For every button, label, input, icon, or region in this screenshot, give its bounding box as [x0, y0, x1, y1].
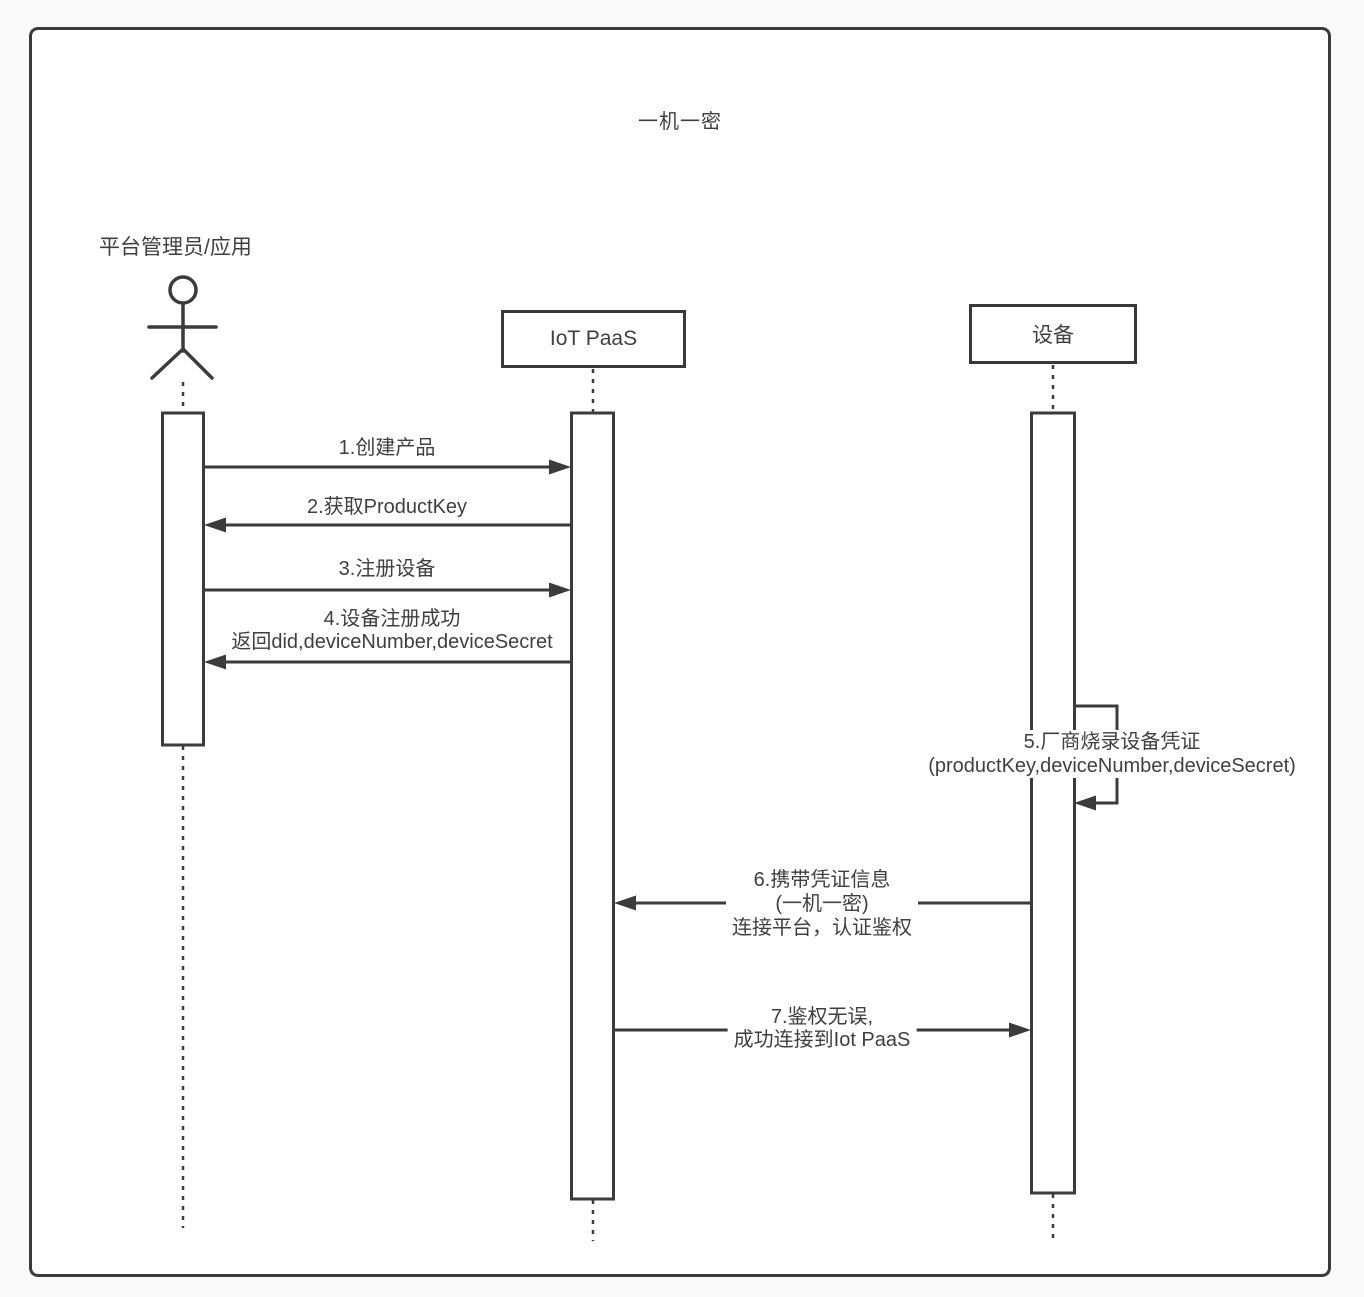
- actor-figure[interactable]: [147, 275, 218, 380]
- message-6-line-1: 6.携带凭证信息: [753, 869, 891, 891]
- message-6-label[interactable]: 6.携带凭证信息 (一机一密) 连接平台，认证鉴权: [726, 868, 918, 940]
- message-3-arrow[interactable]: [204, 582, 571, 598]
- message-5-label[interactable]: 5.厂商烧录设备凭证 (productKey,deviceNumber,devi…: [922, 730, 1302, 778]
- message-1-label[interactable]: 1.创建产品: [339, 437, 436, 460]
- message-5-arrowhead: [1074, 795, 1096, 811]
- message-7-arrowhead: [1009, 1022, 1031, 1038]
- participant-label-iot-paas: IoT PaaS: [549, 327, 638, 350]
- message-1-arrowhead: [549, 459, 571, 475]
- message-7-line-2: 成功连接到Iot PaaS: [733, 1029, 911, 1051]
- actor-head: [168, 275, 198, 305]
- diagram-title: 一机一密: [638, 111, 722, 133]
- actor-right-leg: [181, 347, 214, 380]
- activation-bar-admin[interactable]: [161, 411, 205, 747]
- message-3-label[interactable]: 3.注册设备: [339, 558, 436, 581]
- message-2-arrowhead: [204, 517, 226, 533]
- message-5-line-2: (productKey,deviceNumber,deviceSecret): [928, 755, 1296, 777]
- message-6-arrowhead: [614, 895, 636, 911]
- message-4-arrowhead: [204, 654, 226, 670]
- message-5-line-1: 5.厂商烧录设备凭证: [1023, 731, 1201, 753]
- message-4-arrow[interactable]: [204, 654, 570, 670]
- message-3-line-1: 3.注册设备: [338, 558, 436, 580]
- participant-box-device[interactable]: 设备: [969, 304, 1137, 364]
- activation-bar-device[interactable]: [1030, 411, 1076, 1195]
- participant-box-iot-paas[interactable]: IoT PaaS: [501, 310, 686, 368]
- message-2-label[interactable]: 2.获取ProductKey: [307, 496, 467, 519]
- message-4-label[interactable]: 4.设备注册成功 返回did,deviceNumber,deviceSecret: [231, 608, 552, 654]
- message-3-arrowhead: [549, 582, 571, 598]
- message-7-line-1: 7.鉴权无误,: [770, 1006, 874, 1028]
- message-7-label[interactable]: 7.鉴权无误, 成功连接到Iot PaaS: [727, 1006, 917, 1052]
- activation-bar-iot-paas[interactable]: [570, 411, 615, 1201]
- message-1-arrow[interactable]: [204, 459, 571, 475]
- participant-label-admin: 平台管理员/应用: [99, 236, 252, 259]
- message-6-line-3: 连接平台，认证鉴权: [732, 917, 912, 939]
- participant-label-device: 设备: [1032, 324, 1074, 347]
- message-2-arrow[interactable]: [204, 517, 570, 533]
- message-4-line-1: 4.设备注册成功: [323, 608, 461, 630]
- message-6-line-2: (一机一密): [775, 893, 869, 915]
- message-1-line-1: 1.创建产品: [338, 437, 436, 459]
- message-2-line-1: 2.获取ProductKey: [306, 496, 468, 518]
- actor-left-leg: [150, 347, 185, 380]
- diagram-frame: [29, 27, 1331, 1277]
- message-4-line-2: 返回did,deviceNumber,deviceSecret: [231, 631, 553, 653]
